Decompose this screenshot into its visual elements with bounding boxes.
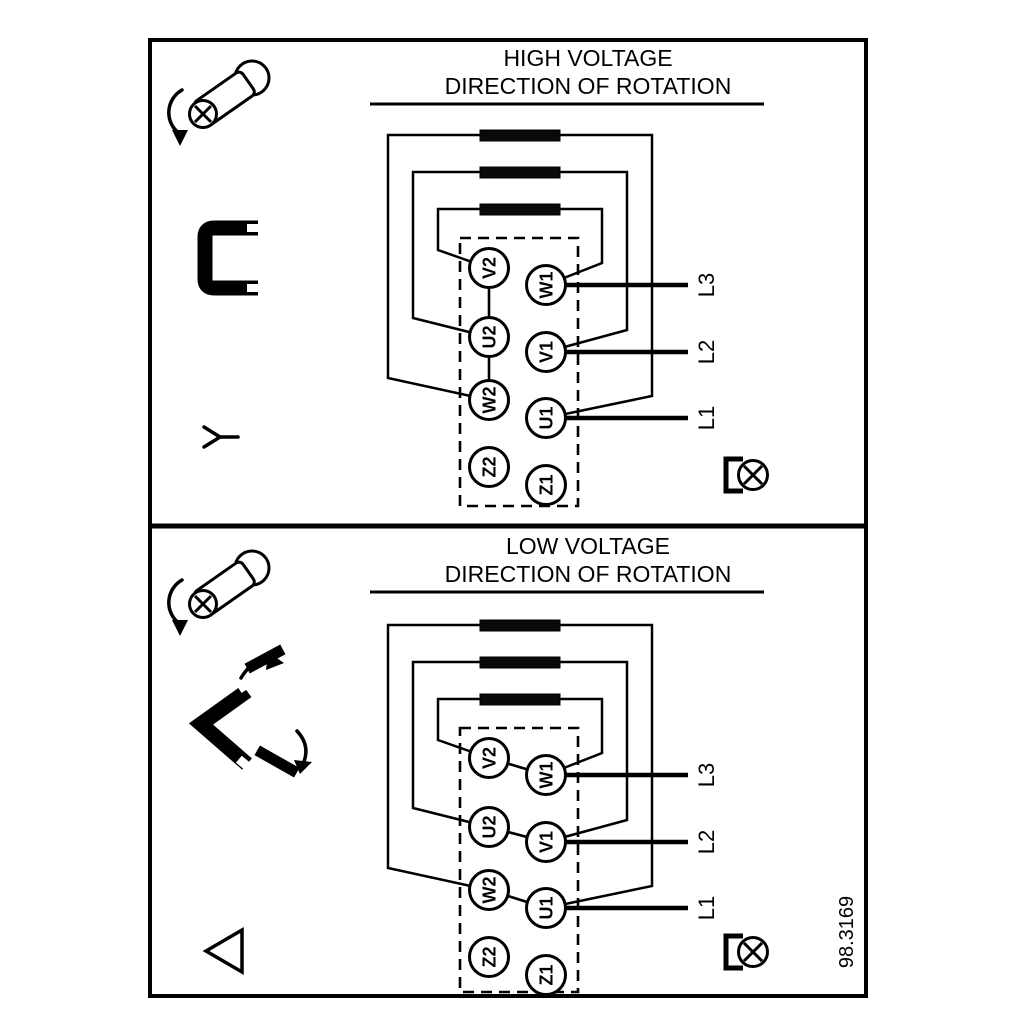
- screw-rotation-icon: [167, 549, 271, 636]
- terminal-label-z2: Z2: [480, 946, 500, 967]
- terminal-v2: [468, 247, 510, 289]
- terminal-label-v2: V2: [480, 747, 500, 769]
- terminal-u2: [468, 316, 510, 358]
- terminal-w1: [525, 264, 567, 306]
- wire: [411, 660, 490, 829]
- screw-rotation-icon: [167, 59, 271, 146]
- terminal-z1: [525, 464, 567, 506]
- terminal-label-u2: U2: [480, 815, 500, 838]
- terminal-z2: [468, 446, 510, 488]
- high-voltage-panel: HIGH VOLTAGE DIRECTION OF ROTATION L3 L2…: [167, 45, 769, 508]
- terminal-box: [458, 236, 580, 508]
- lead-label-l2: L2: [694, 340, 719, 364]
- terminal-w2: [468, 869, 510, 911]
- terminal-label-v2: V2: [480, 257, 500, 279]
- ground-screw-icon: [723, 933, 769, 971]
- wire: [545, 697, 604, 777]
- terminal-box: [458, 726, 580, 994]
- panel-title-line2: DIRECTION OF ROTATION: [445, 561, 732, 587]
- terminal-z2: [468, 936, 510, 978]
- wire: [436, 207, 490, 270]
- terminal-label-z2: Z2: [480, 456, 500, 477]
- jumper-reposition-icon: [188, 644, 312, 778]
- diagram-border: [148, 38, 868, 998]
- terminal-label-u1: U1: [537, 896, 557, 919]
- lead-label-l2: L2: [694, 830, 719, 854]
- wire: [386, 623, 490, 892]
- winding-bar: [479, 656, 561, 669]
- terminal-v2: [468, 737, 510, 779]
- wire: [411, 170, 490, 339]
- terminal-u1: [525, 397, 567, 439]
- lead-label-l1: L1: [694, 406, 719, 430]
- terminal-w1: [525, 754, 567, 796]
- delta-symbol: [202, 926, 244, 976]
- terminal-label-w1: W1: [537, 762, 557, 789]
- wire: [545, 623, 654, 910]
- wire: [386, 133, 490, 402]
- wire: [545, 207, 604, 287]
- wire: [545, 170, 629, 354]
- terminal-label-u1: U1: [537, 406, 557, 429]
- lead-label-l1: L1: [694, 896, 719, 920]
- winding-bar: [479, 693, 561, 706]
- panel-title-line2: DIRECTION OF ROTATION: [445, 73, 732, 99]
- jumper-bracket-icon: [197, 220, 258, 296]
- ground-screw-icon: [723, 456, 769, 494]
- terminal-label-z1: Z1: [537, 474, 557, 495]
- winding-bar: [479, 619, 561, 632]
- terminal-label-w2: W2: [480, 877, 500, 904]
- terminal-label-u2: U2: [480, 325, 500, 348]
- terminal-label-v1: V1: [537, 831, 557, 853]
- terminal-label-w2: W2: [480, 387, 500, 414]
- terminal-label-z1: Z1: [537, 964, 557, 985]
- winding-bar: [479, 129, 561, 142]
- terminal-z1: [525, 954, 567, 996]
- terminal-label-v1: V1: [537, 341, 557, 363]
- wire: [436, 697, 490, 760]
- terminal-u1: [525, 887, 567, 929]
- panel-title-line1: LOW VOLTAGE: [506, 533, 670, 559]
- terminal-w2: [468, 379, 510, 421]
- low-voltage-panel: LOW VOLTAGE DIRECTION OF ROTATION L3 L2 …: [167, 533, 769, 996]
- wire: [545, 133, 654, 420]
- panel-title-line1: HIGH VOLTAGE: [503, 45, 672, 71]
- terminal-label-w1: W1: [537, 272, 557, 299]
- lead-label-l3: L3: [694, 273, 719, 297]
- lead-label-l3: L3: [694, 763, 719, 787]
- winding-bar: [479, 166, 561, 179]
- wire: [545, 660, 629, 844]
- terminal-u2: [468, 806, 510, 848]
- winding-bar: [479, 203, 561, 216]
- terminal-v1: [525, 821, 567, 863]
- figure-number: 98.3169: [836, 896, 858, 968]
- star-symbol: [202, 425, 240, 449]
- terminal-v1: [525, 331, 567, 373]
